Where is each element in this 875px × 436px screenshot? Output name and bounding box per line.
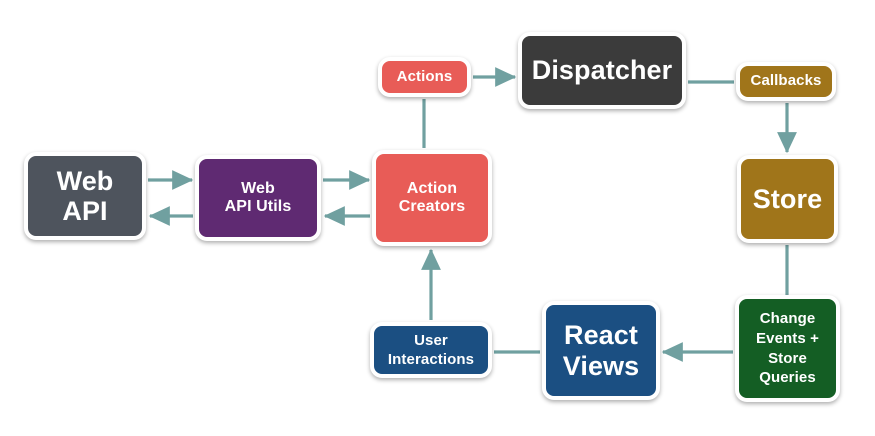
node-web-api-utils[interactable]: Web API Utils: [195, 155, 321, 241]
node-react-views[interactable]: React Views: [542, 301, 660, 400]
node-action-creators[interactable]: Action Creators: [372, 150, 492, 246]
node-user-interactions[interactable]: User Interactions: [370, 322, 492, 378]
node-dispatcher[interactable]: Dispatcher: [518, 32, 686, 109]
node-actions[interactable]: Actions: [378, 57, 471, 97]
node-web-api[interactable]: Web API: [24, 152, 146, 240]
node-change-events-store-queries[interactable]: Change Events + Store Queries: [735, 295, 840, 402]
node-store[interactable]: Store: [737, 155, 838, 243]
node-callbacks[interactable]: Callbacks: [736, 62, 836, 101]
